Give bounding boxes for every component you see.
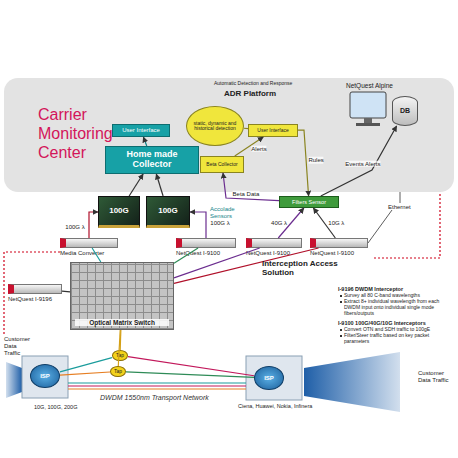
connector-line (174, 248, 319, 283)
fiber-line (68, 382, 246, 383)
connector-line (60, 372, 110, 375)
node-text: ISP (264, 375, 274, 382)
connector-line (62, 291, 70, 293)
sensor-box: Filters Sensor (279, 196, 339, 208)
converter-unit: Media Converter (60, 238, 118, 248)
edge-label: Rules (308, 157, 323, 164)
node-text: Media Converter (60, 250, 104, 257)
sensor-card: 100G (98, 196, 140, 228)
bullet (340, 329, 342, 331)
connector-line (60, 358, 112, 372)
annotation-label: ADR Platform (224, 89, 276, 98)
sensor-card: 100G (146, 196, 190, 228)
detection-ellipse: static, dynamic and historical detection (186, 106, 244, 146)
annotation-label: Ethernet (388, 204, 411, 211)
node-text: User Interface (122, 127, 160, 134)
annotation-label: Survey all 80 C-band wavelengths (344, 293, 452, 299)
matrix-switch: Optical Matrix Switch (70, 262, 174, 330)
edge-label: 100G λ (210, 220, 229, 227)
connector-line (298, 130, 309, 196)
connector-line (223, 173, 279, 201)
annotation-label: Customer Data Traffic (418, 370, 454, 384)
bullet (340, 301, 342, 303)
node-text: Tap (116, 353, 124, 359)
node-text: 100G (158, 207, 178, 216)
connector-line (321, 126, 397, 196)
collector-box: Beta Collector (200, 156, 244, 173)
edge-label: Alerts (251, 145, 266, 152)
fiber-line (68, 385, 246, 386)
edge-label: 100G λ (65, 223, 84, 230)
annotation-label: Filter/Steer traffic based on key packet… (344, 333, 452, 345)
connector-line (89, 212, 98, 238)
node-text: DB (400, 107, 410, 115)
interceptor-unit: NetQuest I-9196 (8, 284, 62, 294)
ethernet-wire (368, 210, 392, 243)
node-text: 100G (109, 207, 129, 216)
node-text: NetQuest I-9100 (310, 250, 354, 257)
edge-label: Events Alerts (345, 160, 380, 167)
annotation-label: NetQuest Alpine (346, 82, 393, 89)
monitor-stand (364, 118, 372, 123)
isp-frame (22, 356, 68, 398)
annotation-label: I-9100 100G/40G/10G Interceptors (338, 320, 426, 326)
annotation-label: 10G, 100G, 200G (34, 404, 77, 410)
node-text: Home made Collector (106, 150, 198, 170)
node-text: User Interface (257, 128, 288, 134)
connector-line (190, 212, 206, 238)
traffic-fan (6, 362, 22, 398)
connector-line (156, 174, 163, 196)
annotation-label: Automatic Detection and Response (214, 81, 292, 87)
node-text: Beta Collector (206, 162, 237, 168)
interface-box: User Interface (248, 124, 298, 137)
annotation-label: Extract 8+ individual wavelength from ea… (344, 299, 452, 316)
interceptor-unit: NetQuest I-9100 (310, 238, 368, 248)
annotation-label: DWDM 1550nm Transport Network (100, 394, 209, 402)
dotted-boundary (4, 252, 60, 336)
connector-line (174, 248, 198, 263)
annotation-label: Convert OTN and SDH traffic to 100gE (344, 327, 452, 333)
annotation-label: Interception Access Solution (262, 259, 342, 277)
node-text: static, dynamic and historical detection (191, 121, 239, 132)
connector-line (126, 372, 254, 378)
annotation-label: Accolade Sensors (210, 206, 244, 220)
connector-line (118, 330, 120, 366)
interface-box: User Interface (112, 124, 170, 137)
isp-frame (246, 356, 302, 400)
monitor-screen (350, 92, 386, 118)
collector-box: Home made Collector (105, 146, 199, 174)
node-text: Optical Matrix Switch (75, 319, 169, 326)
interceptor-unit: NetQuest I-9100 (246, 238, 302, 248)
annotation-label: I-9196 DWDM Interceptor (338, 286, 403, 292)
node-text: NetQuest I-9100 (176, 250, 220, 257)
tap-circle: Tap (110, 366, 126, 377)
fiber-line (68, 388, 246, 389)
connector-line (244, 128, 248, 130)
node-text: Filters Sensor (292, 199, 326, 205)
router-circle: ISP (30, 364, 60, 388)
database-cylinder: DB (392, 96, 418, 126)
bullet (340, 335, 342, 337)
connector-line (129, 174, 143, 196)
connector-line (92, 248, 101, 262)
router-circle: ISP (254, 366, 284, 390)
traffic-fan (304, 352, 400, 412)
node-text: ISP (40, 373, 50, 380)
edge-label: Beta Data (233, 190, 260, 197)
edge-label: 40G λ (271, 220, 287, 227)
tap-circle: Tap (112, 350, 128, 361)
node-text: NetQuest I-9196 (8, 296, 52, 303)
node-text: Tap (114, 369, 122, 375)
connector-line (143, 137, 146, 146)
bullet (340, 295, 342, 297)
monitor-base (356, 123, 380, 126)
annotation-label: Ciena, Huawei, Nokia, Infinera (238, 403, 312, 409)
edge-label: 10G λ (328, 220, 344, 227)
interceptor-unit: NetQuest I-9100 (176, 238, 236, 248)
annotation-label: Customer Data Traffic (4, 336, 34, 357)
